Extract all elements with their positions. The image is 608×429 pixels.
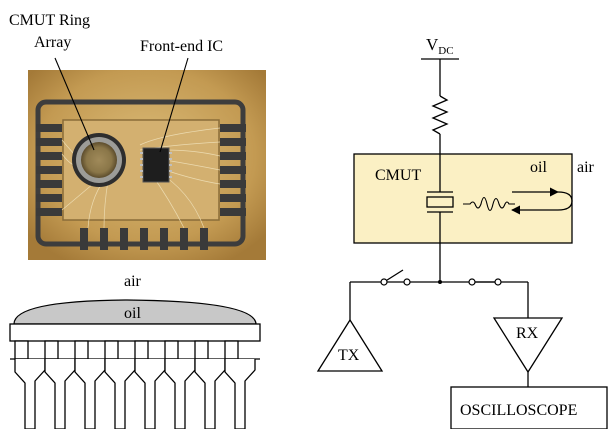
chip-pads-bottom (80, 228, 208, 250)
oscilloscope-box (450, 386, 608, 429)
echo-arrow-turn (557, 191, 573, 211)
label-circuit-oil: oil (530, 159, 547, 176)
front-end-ic-chip (142, 147, 170, 183)
chip-photo (28, 57, 266, 260)
circuit-schematic (316, 58, 608, 429)
package-legs (14, 359, 256, 429)
package-cross-section: oil (9, 299, 261, 429)
label-package-oil: oil (124, 305, 141, 322)
package-top-plate (9, 323, 261, 342)
bias-resistor (431, 95, 449, 135)
label-circuit-air: air (577, 159, 595, 176)
oil-dome (13, 299, 257, 325)
switch-contacts (380, 278, 502, 286)
label-array: Array (34, 34, 71, 51)
label-tx: TX (338, 347, 360, 364)
label-cmut-ring: CMUT Ring (9, 12, 90, 29)
package-teeth (14, 340, 239, 360)
tx-amplifier (316, 318, 384, 372)
label-rx: RX (516, 325, 539, 342)
ultrasound-wave (463, 196, 515, 212)
ic-pins (140, 152, 172, 178)
label-package-air: air (124, 273, 142, 290)
rx-amplifier (492, 317, 564, 374)
label-vdc: VDC (426, 35, 454, 57)
label-cmut: CMUT (375, 167, 421, 184)
chip-pads-right (220, 124, 246, 216)
chip-pads-left (36, 124, 62, 216)
array-callout-line (54, 57, 95, 151)
label-oscilloscope: OSCILLOSCOPE (460, 402, 577, 419)
transducer-body (426, 196, 454, 208)
ic-callout-line (159, 57, 189, 153)
label-front-end-ic: Front-end IC (140, 38, 223, 55)
label-vdc-subscript: DC (438, 45, 453, 57)
cmut-box (353, 153, 573, 244)
tx-switch-blade (383, 269, 404, 283)
junction-dot (438, 280, 442, 284)
cmut-ring-center (81, 142, 117, 178)
